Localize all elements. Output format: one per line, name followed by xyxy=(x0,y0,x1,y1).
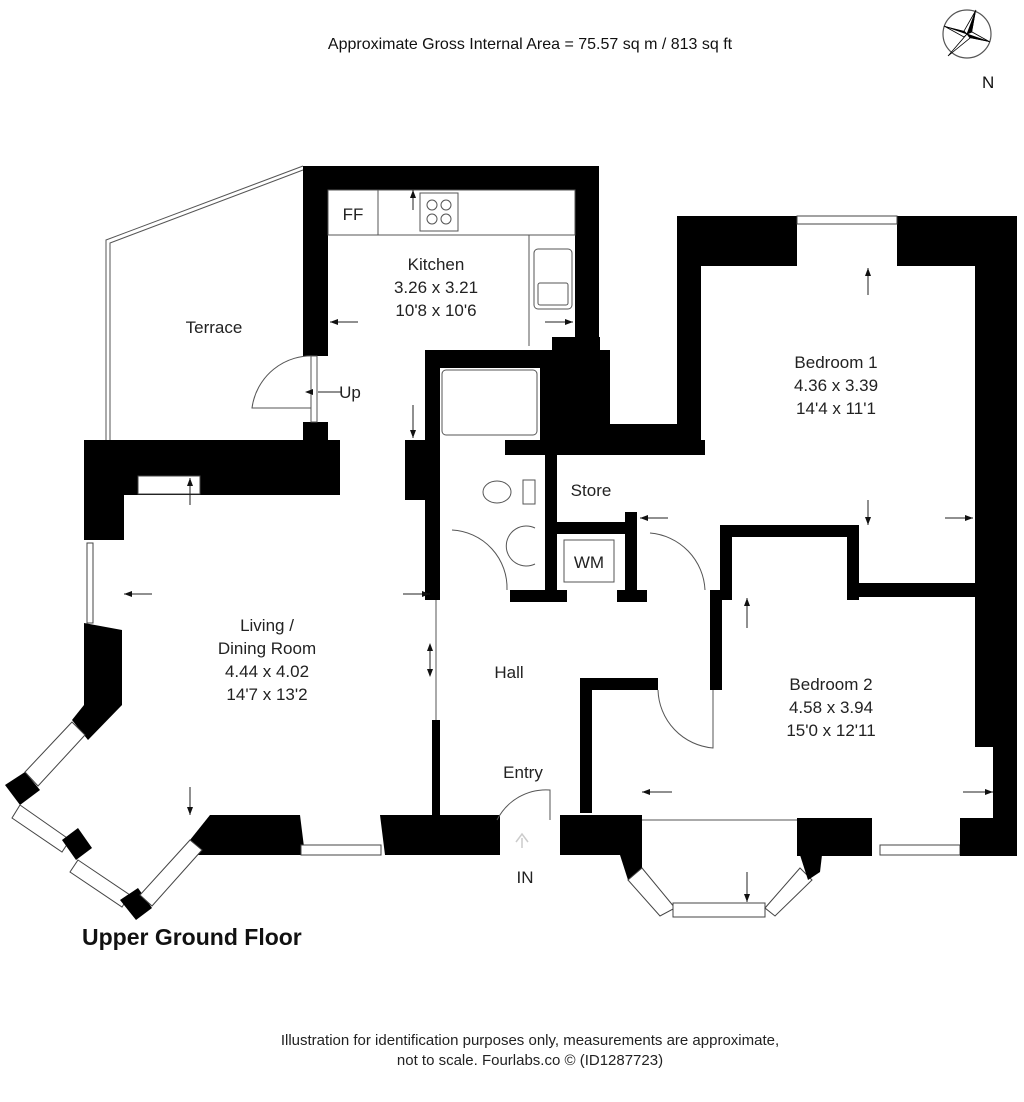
disclaimer-line-1: Illustration for identification purposes… xyxy=(280,1032,780,1049)
terrace-door xyxy=(251,355,318,423)
washing-machine-box xyxy=(563,539,615,583)
washing-machine-label: WM xyxy=(574,553,604,572)
bedroom2-name: Bedroom 2 xyxy=(789,675,872,694)
basin-icon xyxy=(505,525,536,567)
entry-name: Entry xyxy=(503,763,543,782)
bedroom2-metric: 4.58 x 3.94 xyxy=(789,698,873,717)
disclaimer: Illustration for identification purposes… xyxy=(0,1031,1024,1071)
living-imperial: 14'7 x 13'2 xyxy=(226,685,307,704)
toilet-icon xyxy=(482,479,536,505)
gross-internal-area: Approximate Gross Internal Area = 75.57 … xyxy=(327,36,733,53)
bathroom-walls xyxy=(405,350,705,602)
terrace-name: Terrace xyxy=(186,318,243,337)
dimension-arrows xyxy=(124,190,993,902)
entry-arrow-icon xyxy=(515,832,529,848)
bedroom2-walls xyxy=(560,590,1017,918)
store-name: Store xyxy=(571,481,612,500)
bedroom1-metric: 4.36 x 3.39 xyxy=(794,376,878,395)
compass-north-label: N xyxy=(982,73,994,92)
floor-label: Upper Ground Floor xyxy=(82,924,302,950)
living-name-line2: Dining Room xyxy=(218,639,316,658)
hob-icon xyxy=(419,192,459,232)
kitchen-metric: 3.26 x 3.21 xyxy=(394,278,478,297)
kitchen-counter xyxy=(327,189,576,236)
bedroom1-name: Bedroom 1 xyxy=(794,353,877,372)
bedroom2-imperial: 15'0 x 12'11 xyxy=(786,721,875,740)
fridge-freezer-label: FF xyxy=(343,205,364,224)
entry-door xyxy=(496,789,551,821)
living-name-line1: Living / xyxy=(240,616,294,635)
bedroom2-door xyxy=(657,689,714,749)
bathroom-door xyxy=(451,529,508,591)
bedroom1-imperial: 14'4 x 11'1 xyxy=(796,399,876,418)
entrance-label: IN xyxy=(517,868,534,887)
kitchen-name: Kitchen xyxy=(408,255,465,274)
living-room-walls xyxy=(5,440,500,920)
kitchen-imperial: 10'8 x 10'6 xyxy=(395,301,476,320)
stairs-up-label: Up xyxy=(339,383,361,402)
bedroom1-walls xyxy=(600,215,1017,600)
compass-rose-icon: N xyxy=(942,9,994,92)
hall-door xyxy=(649,532,706,591)
hall-name: Hall xyxy=(494,663,523,682)
shower-tray-icon xyxy=(441,369,538,436)
living-metric: 4.44 x 4.02 xyxy=(225,662,309,681)
terrace-outline xyxy=(105,165,304,440)
kitchen-walls xyxy=(303,166,600,444)
disclaimer-line-2: not to scale. Fourlabs.co © (ID1287723) xyxy=(396,1052,664,1069)
kitchen-sink-icon xyxy=(533,248,573,310)
